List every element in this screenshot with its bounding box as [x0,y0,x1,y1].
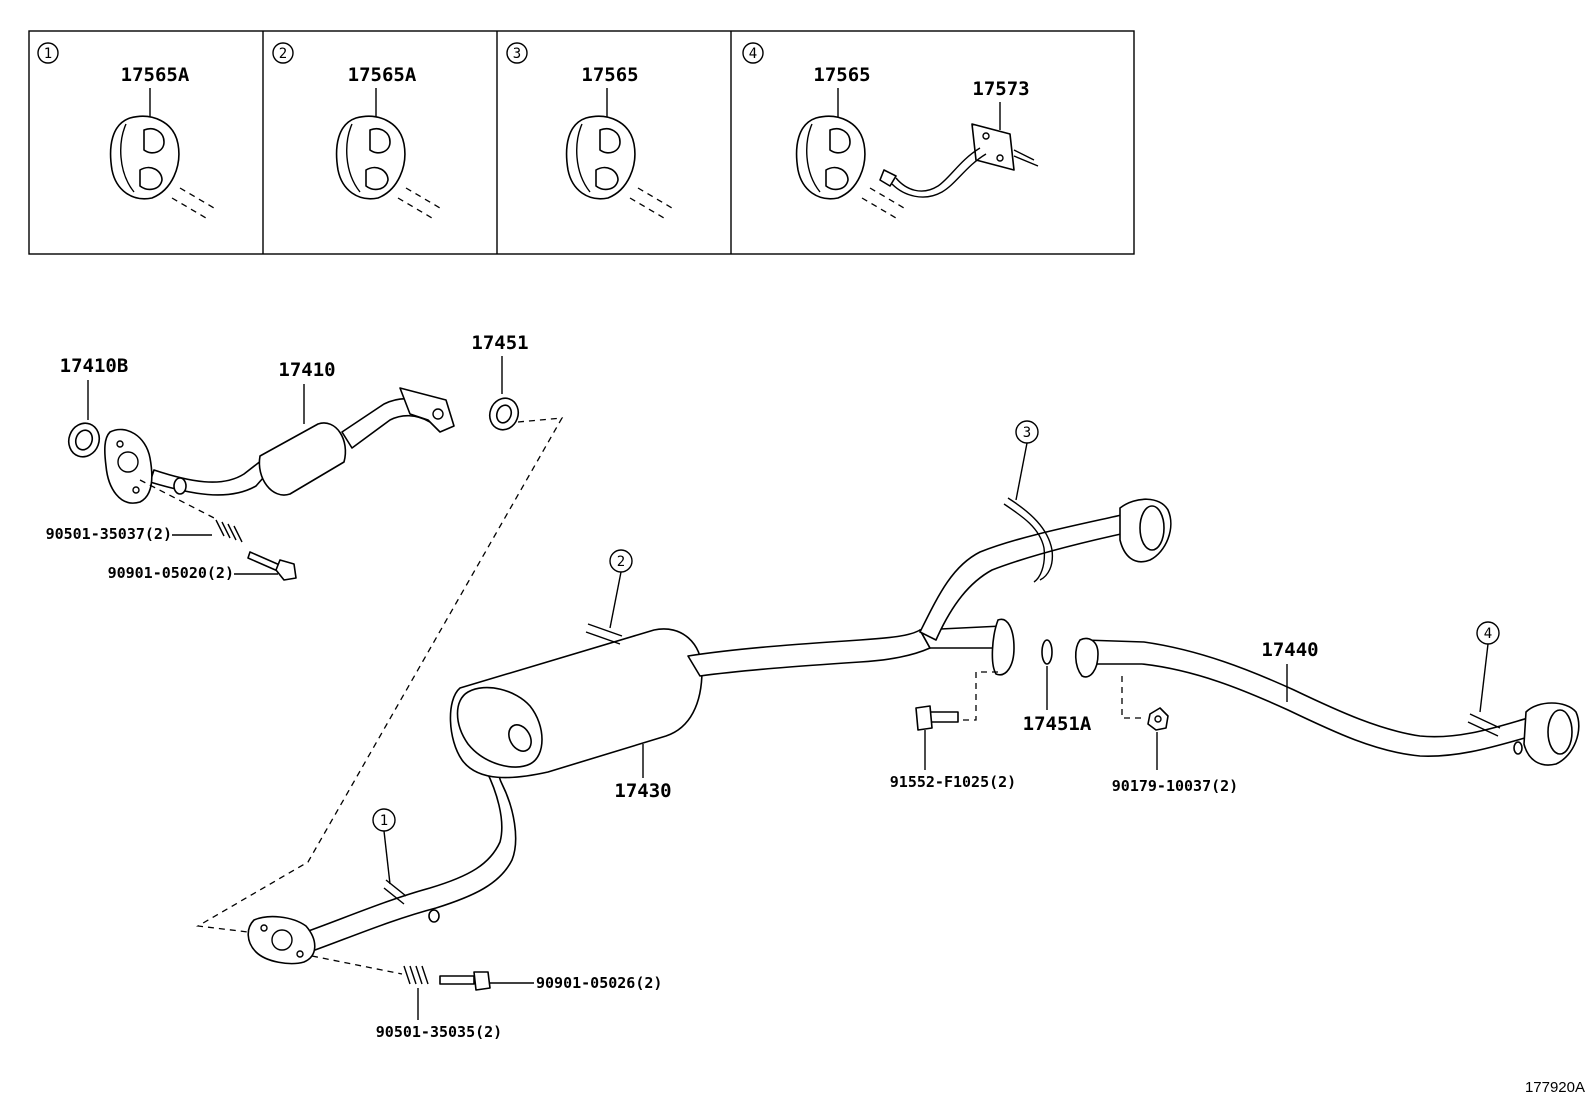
inset-panel-2: 2 17565A [272,42,441,219]
stud-dashed [397,187,441,219]
panel-index: 2 [279,46,287,62]
center-pipe-muffler-assembly: 17430 90901-05026(2) 90501-35035(2) 9155… [247,497,1172,1041]
panel-index: 4 [749,46,757,62]
part-label-90901-05020[interactable]: 90901-05020(2) [108,564,234,582]
rubber-hanger-icon [109,115,180,200]
inset-frame [28,30,1135,255]
hanger-markers: 1 2 3 4 [372,420,1500,885]
part-label-17565[interactable]: 17565 [581,64,638,86]
spring-icon [215,519,243,543]
tail-pipe-assembly: 17451A 17440 90179-10037(2) [1023,637,1580,795]
stud-dashed [171,187,215,219]
part-label-17410[interactable]: 17410 [278,359,335,381]
bolt-icon [915,705,959,731]
front-pipe-converter-icon [104,387,455,504]
hanger-bracket-icon [879,123,1039,198]
panel-index-circle [742,42,764,64]
bolt-icon [439,971,491,991]
panel-index-circle [506,42,528,64]
svg-text:2: 2 [617,554,625,570]
ring-gasket-icon [67,422,101,458]
dashed-guide [1121,676,1146,719]
inset-panel-4: 4 17565 17573 [742,42,1039,219]
part-label-17565A[interactable]: 17565A [121,64,190,86]
center-pipe-icon [247,497,1172,965]
part-label-17430[interactable]: 17430 [614,780,671,802]
svg-text:3: 3 [1023,425,1031,441]
inset-panels: 1 17565A 2 17565A [28,30,1135,255]
part-label-17451A[interactable]: 17451A [1023,713,1092,735]
part-label-91552-F1025[interactable]: 91552-F1025(2) [890,773,1016,791]
bolt-icon [247,551,297,581]
panel-index: 1 [44,46,52,62]
tail-pipe-icon [1074,637,1580,766]
part-label-17410B[interactable]: 17410B [60,355,129,377]
part-label-17451[interactable]: 17451 [471,332,528,354]
rubber-hanger-icon [335,115,406,200]
front-pipe-assembly: 17410B 17410 17451 [46,332,564,933]
panel-index: 3 [513,46,521,62]
rubber-hanger-icon [565,115,636,200]
dashed-guide [311,955,403,975]
part-label-90901-05026[interactable]: 90901-05026(2) [536,974,662,992]
diagram-id: 177920A [1525,1079,1585,1096]
rubber-hanger-icon [795,115,866,200]
stud-dashed [861,187,905,219]
svg-text:1: 1 [380,813,388,829]
nut-icon [1147,707,1169,731]
inset-panel-1: 1 17565A [37,42,215,219]
ring-gasket-icon [488,397,520,431]
part-label-17565A[interactable]: 17565A [348,64,417,86]
hanger-marker-2[interactable]: 2 [609,549,633,629]
hanger-marker-1[interactable]: 1 [372,808,396,885]
svg-text:4: 4 [1484,626,1492,642]
dashed-guide [948,671,998,721]
hanger-marker-3[interactable]: 3 [1015,420,1039,501]
part-label-90501-35035[interactable]: 90501-35035(2) [376,1023,502,1041]
dashed-guide [195,417,564,933]
part-label-17573[interactable]: 17573 [972,78,1029,100]
hanger-marker-4[interactable]: 4 [1476,621,1500,713]
inset-panel-3: 3 17565 [506,42,673,219]
stud-dashed [629,187,673,219]
part-label-90501-35037[interactable]: 90501-35037(2) [46,525,172,543]
dashed-guide [139,479,219,521]
spring-icon [403,965,429,985]
part-label-90179-10037[interactable]: 90179-10037(2) [1112,777,1238,795]
part-label-17565[interactable]: 17565 [813,64,870,86]
ring-gasket-icon [1041,639,1053,665]
panel-index-circle [272,42,294,64]
part-label-17440[interactable]: 17440 [1261,639,1318,661]
panel-index-circle [37,42,59,64]
